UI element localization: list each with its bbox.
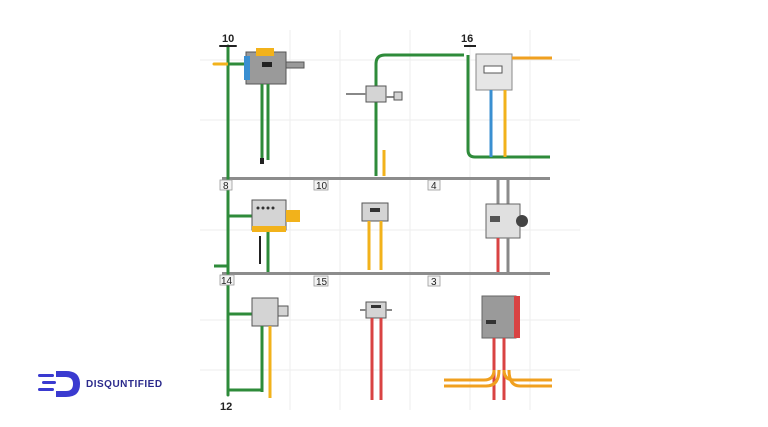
bus-bars (222, 177, 550, 275)
label-row1-c: 4 (431, 181, 437, 192)
marker-row2-c (427, 275, 441, 287)
bus-bar-bottom (222, 272, 550, 275)
label-bottom-left: 12 (220, 401, 232, 413)
relay-row3-middle (360, 301, 392, 400)
label-row1-a: 8 (223, 181, 229, 192)
relay-row2-middle (361, 202, 389, 270)
module-top-right (464, 45, 552, 159)
marker-row1-b (313, 179, 329, 191)
marker-row2-b (313, 275, 329, 287)
marker-row1-c (427, 179, 441, 191)
connector-row2-left (214, 199, 300, 272)
label-top-right: 16 (461, 33, 473, 45)
label-row1-b: 10 (316, 181, 328, 192)
brand-logo: DISQUNTIFIED (38, 366, 163, 402)
marker-row1-a (219, 179, 233, 191)
left-trunk (212, 44, 237, 397)
label-row2-a: 14 (221, 276, 233, 287)
junction-middle-top (346, 53, 464, 176)
marker-row2-a (219, 274, 235, 286)
label-row2-c: 3 (431, 277, 437, 288)
module-row2-right (485, 180, 528, 272)
brand-mark-icon (38, 371, 80, 397)
connector-row3-left (228, 297, 289, 398)
label-top-left: 10 (222, 33, 234, 45)
bus-bar-top (222, 177, 550, 180)
label-row2-b: 15 (316, 277, 328, 288)
module-row3-right (444, 295, 552, 400)
connector-block-top-left (228, 48, 305, 164)
brand-name: DISQUNTIFIED (86, 378, 163, 390)
